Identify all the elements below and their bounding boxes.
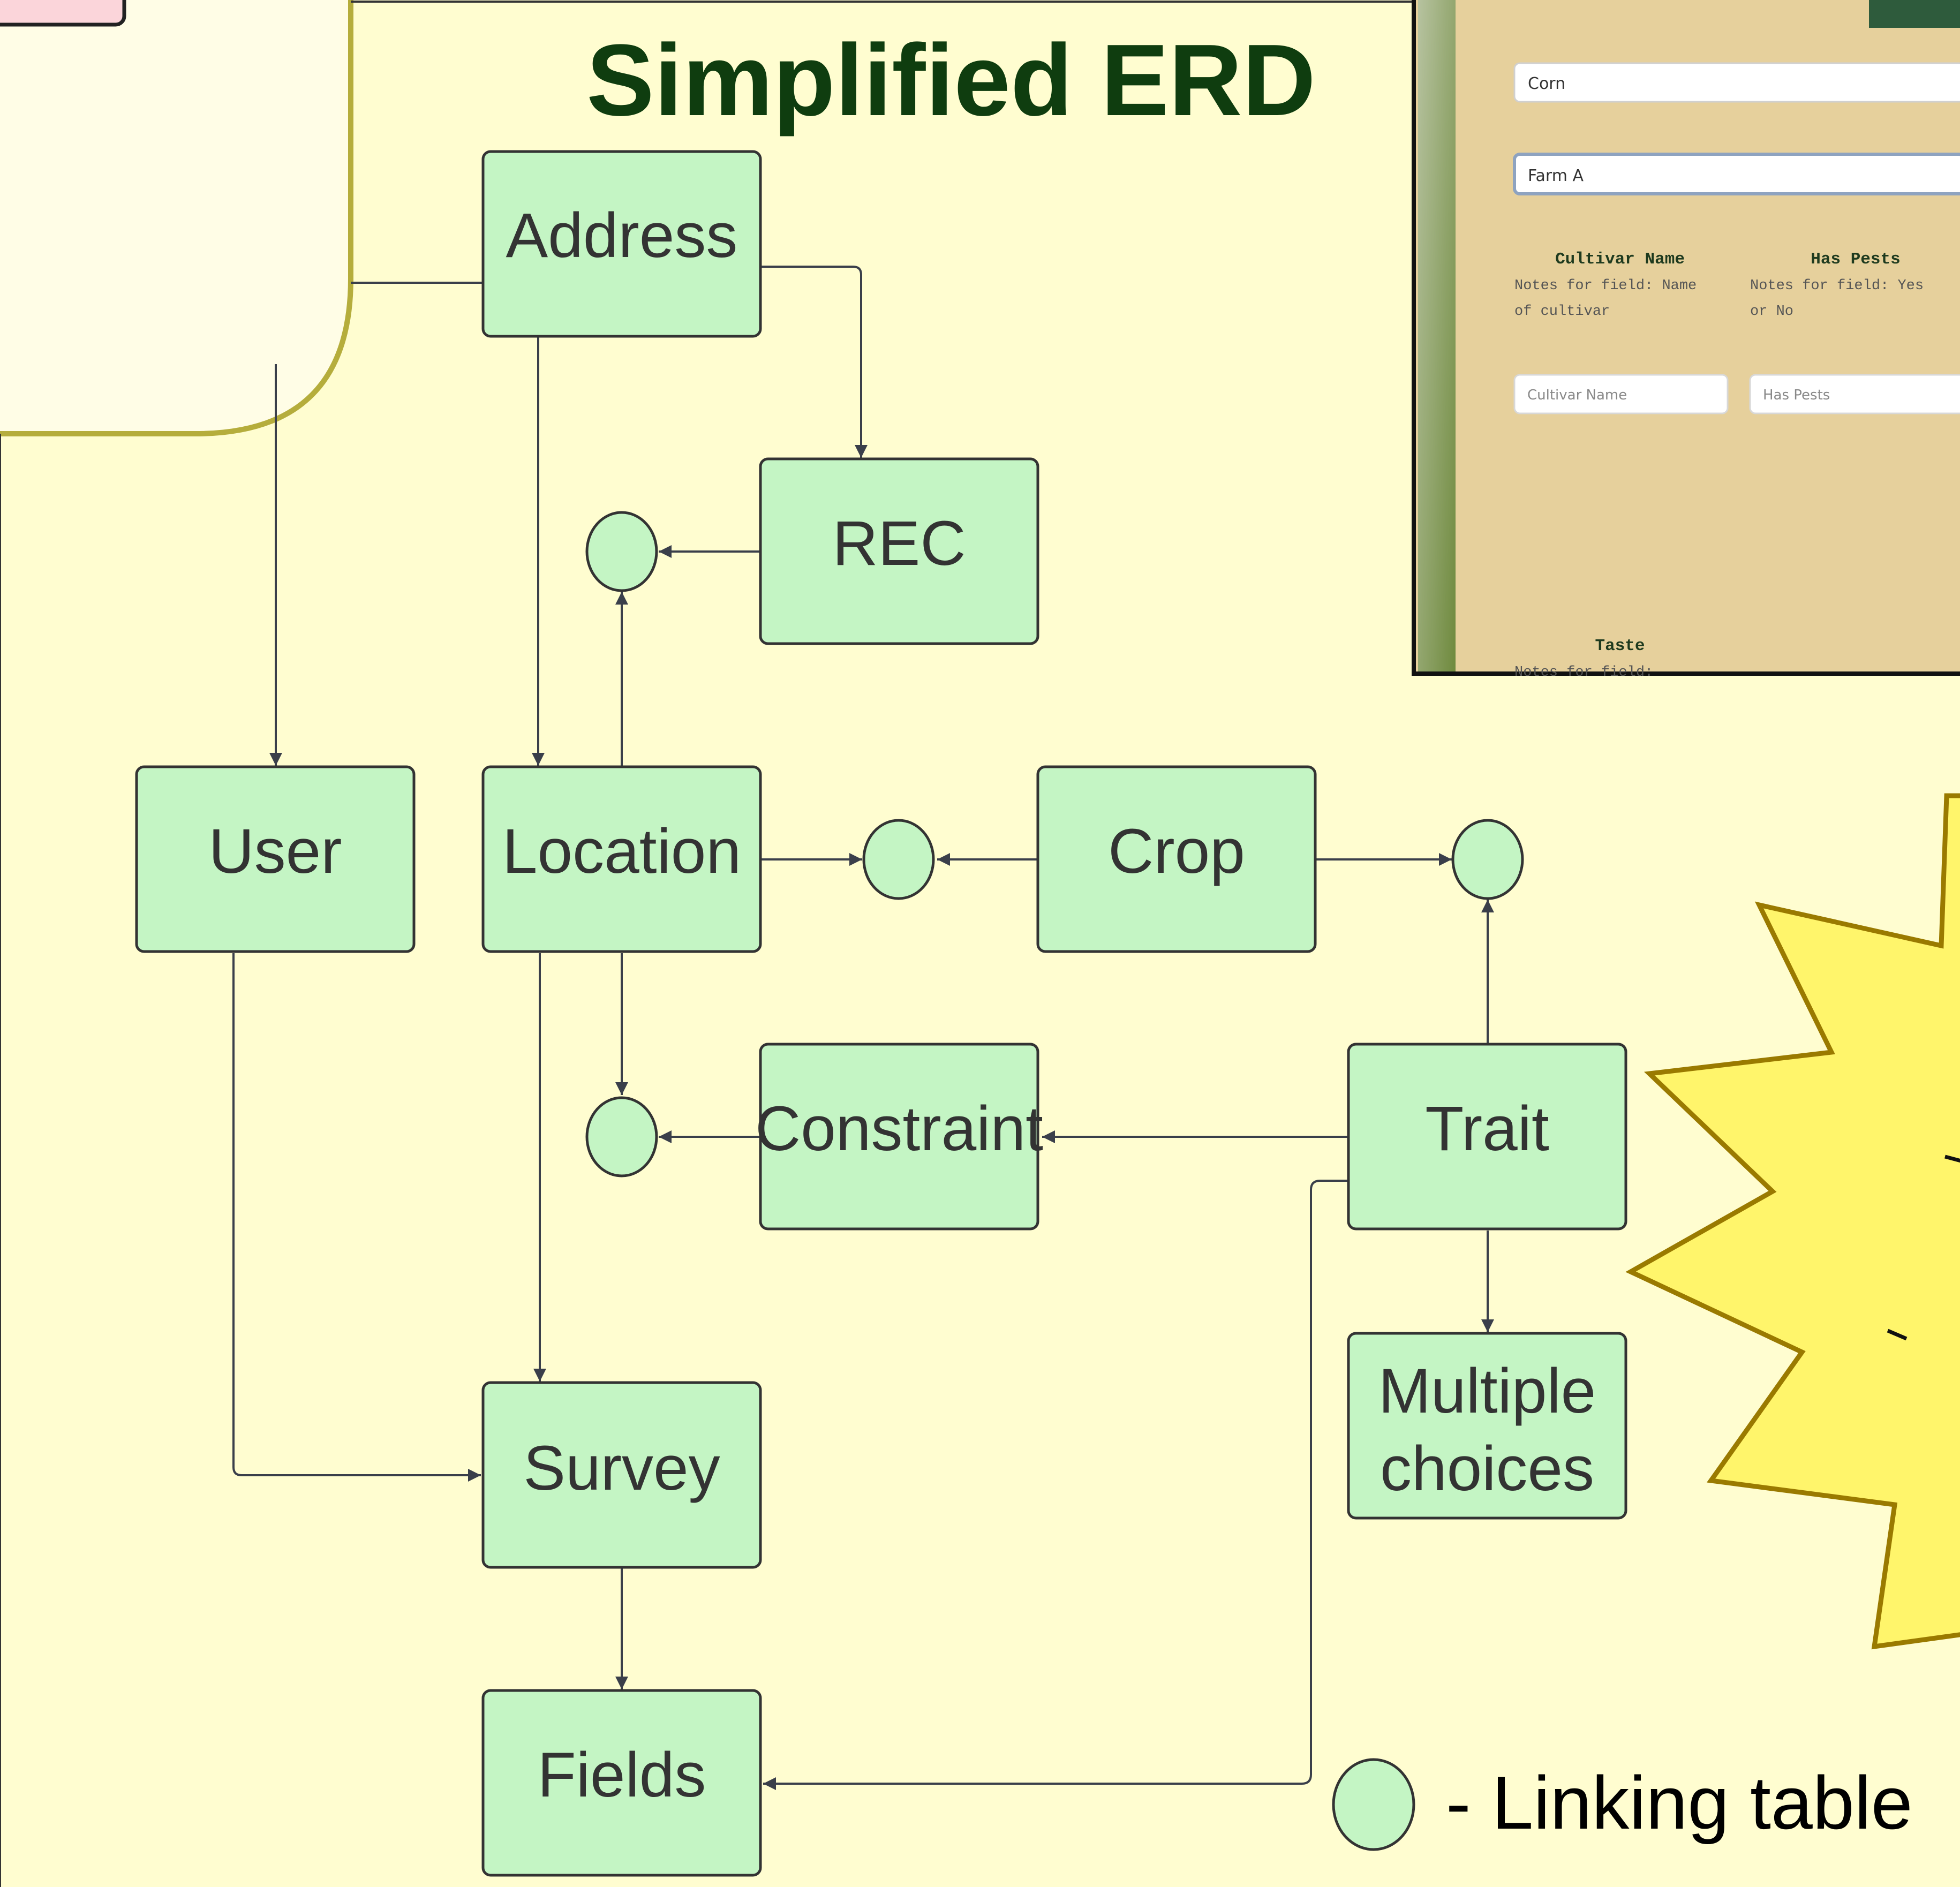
starburst-dash-1	[1944, 1154, 1960, 1163]
cultivar-field-note-1: Notes for field: Name	[1514, 278, 1697, 294]
pests-field-note-1: Notes for field: Yes	[1750, 278, 1924, 294]
crop-trait-linking-table	[1451, 819, 1524, 900]
pests-field-title: Has Pests	[1811, 250, 1900, 269]
has-pests-input[interactable]	[1749, 374, 1960, 414]
legend-linking-table-symbol	[1332, 1758, 1415, 1851]
taste-field-note: Notes for field:	[1514, 665, 1653, 681]
entity-crop-label: Crop	[1108, 816, 1245, 887]
entity-multiple-choices-label-line2: choices	[1380, 1433, 1594, 1504]
entity-address-label: Address	[506, 200, 738, 271]
trait-to-fields-arrow	[763, 1180, 1348, 1790]
address-to-rec-arrow	[760, 266, 868, 458]
entity-fields	[481, 1689, 762, 1877]
cultivar-field-title: Cultivar Name	[1555, 250, 1685, 269]
entity-constraint-label: Constraint	[755, 1093, 1043, 1164]
cultivar-name-placeholder: Cultivar Name	[1527, 387, 1627, 403]
legend: - Linking table	[1332, 1758, 1913, 1851]
pink-card-fragment	[0, 0, 126, 27]
entity-address	[481, 150, 762, 338]
location-crop-linking-table	[862, 819, 935, 900]
entity-location-label: Location	[502, 816, 741, 887]
entity-rec-label: REC	[832, 508, 966, 579]
entity-survey	[481, 1381, 762, 1569]
location-constraint-linking-table	[585, 1096, 658, 1178]
legend-linking-table-label: - Linking table	[1446, 1761, 1913, 1845]
taste-field-title: Taste	[1595, 637, 1645, 655]
entity-multiple-choices-label-line1: Multiple	[1378, 1356, 1596, 1426]
entity-user-label: User	[208, 816, 342, 887]
cultivar-name-input[interactable]	[1513, 374, 1729, 414]
entity-multiple-choices	[1347, 1332, 1627, 1520]
farm-input[interactable]	[1513, 153, 1960, 195]
cultivar-field-note-2: of cultivar	[1514, 304, 1610, 320]
diagram-title: Simplified ERD	[586, 24, 1316, 137]
app-screenshot-inset: Corn Farm A Cultivar Name Notes for fiel…	[1412, 0, 1960, 681]
user-to-survey-arrow	[232, 953, 481, 1482]
entity-trait-label: Trait	[1425, 1093, 1549, 1164]
entity-location	[481, 765, 762, 953]
dark-green-button-fragment[interactable]	[1869, 0, 1960, 28]
entity-fields-label: Fields	[538, 1740, 706, 1810]
starburst-callout	[1625, 793, 1960, 1650]
entity-constraint	[759, 1043, 1039, 1231]
rec-location-linking-table	[585, 511, 658, 592]
entity-crop	[1036, 765, 1317, 953]
has-pests-placeholder: Has Pests	[1763, 387, 1830, 403]
top-left-panel	[0, 0, 353, 436]
starburst-dash-2	[1887, 1329, 1908, 1341]
entity-trait	[1347, 1043, 1627, 1231]
entity-rec	[759, 457, 1039, 645]
crop-input-value: Corn	[1528, 74, 1565, 93]
entity-user	[135, 765, 416, 953]
relationship-lines	[232, 266, 1494, 1790]
entity-survey-label: Survey	[523, 1433, 720, 1504]
crop-input[interactable]	[1513, 62, 1960, 103]
pests-field-note-2: or No	[1750, 304, 1793, 320]
field-photo-strip	[1418, 0, 1456, 671]
farm-input-value: Farm A	[1528, 167, 1584, 185]
